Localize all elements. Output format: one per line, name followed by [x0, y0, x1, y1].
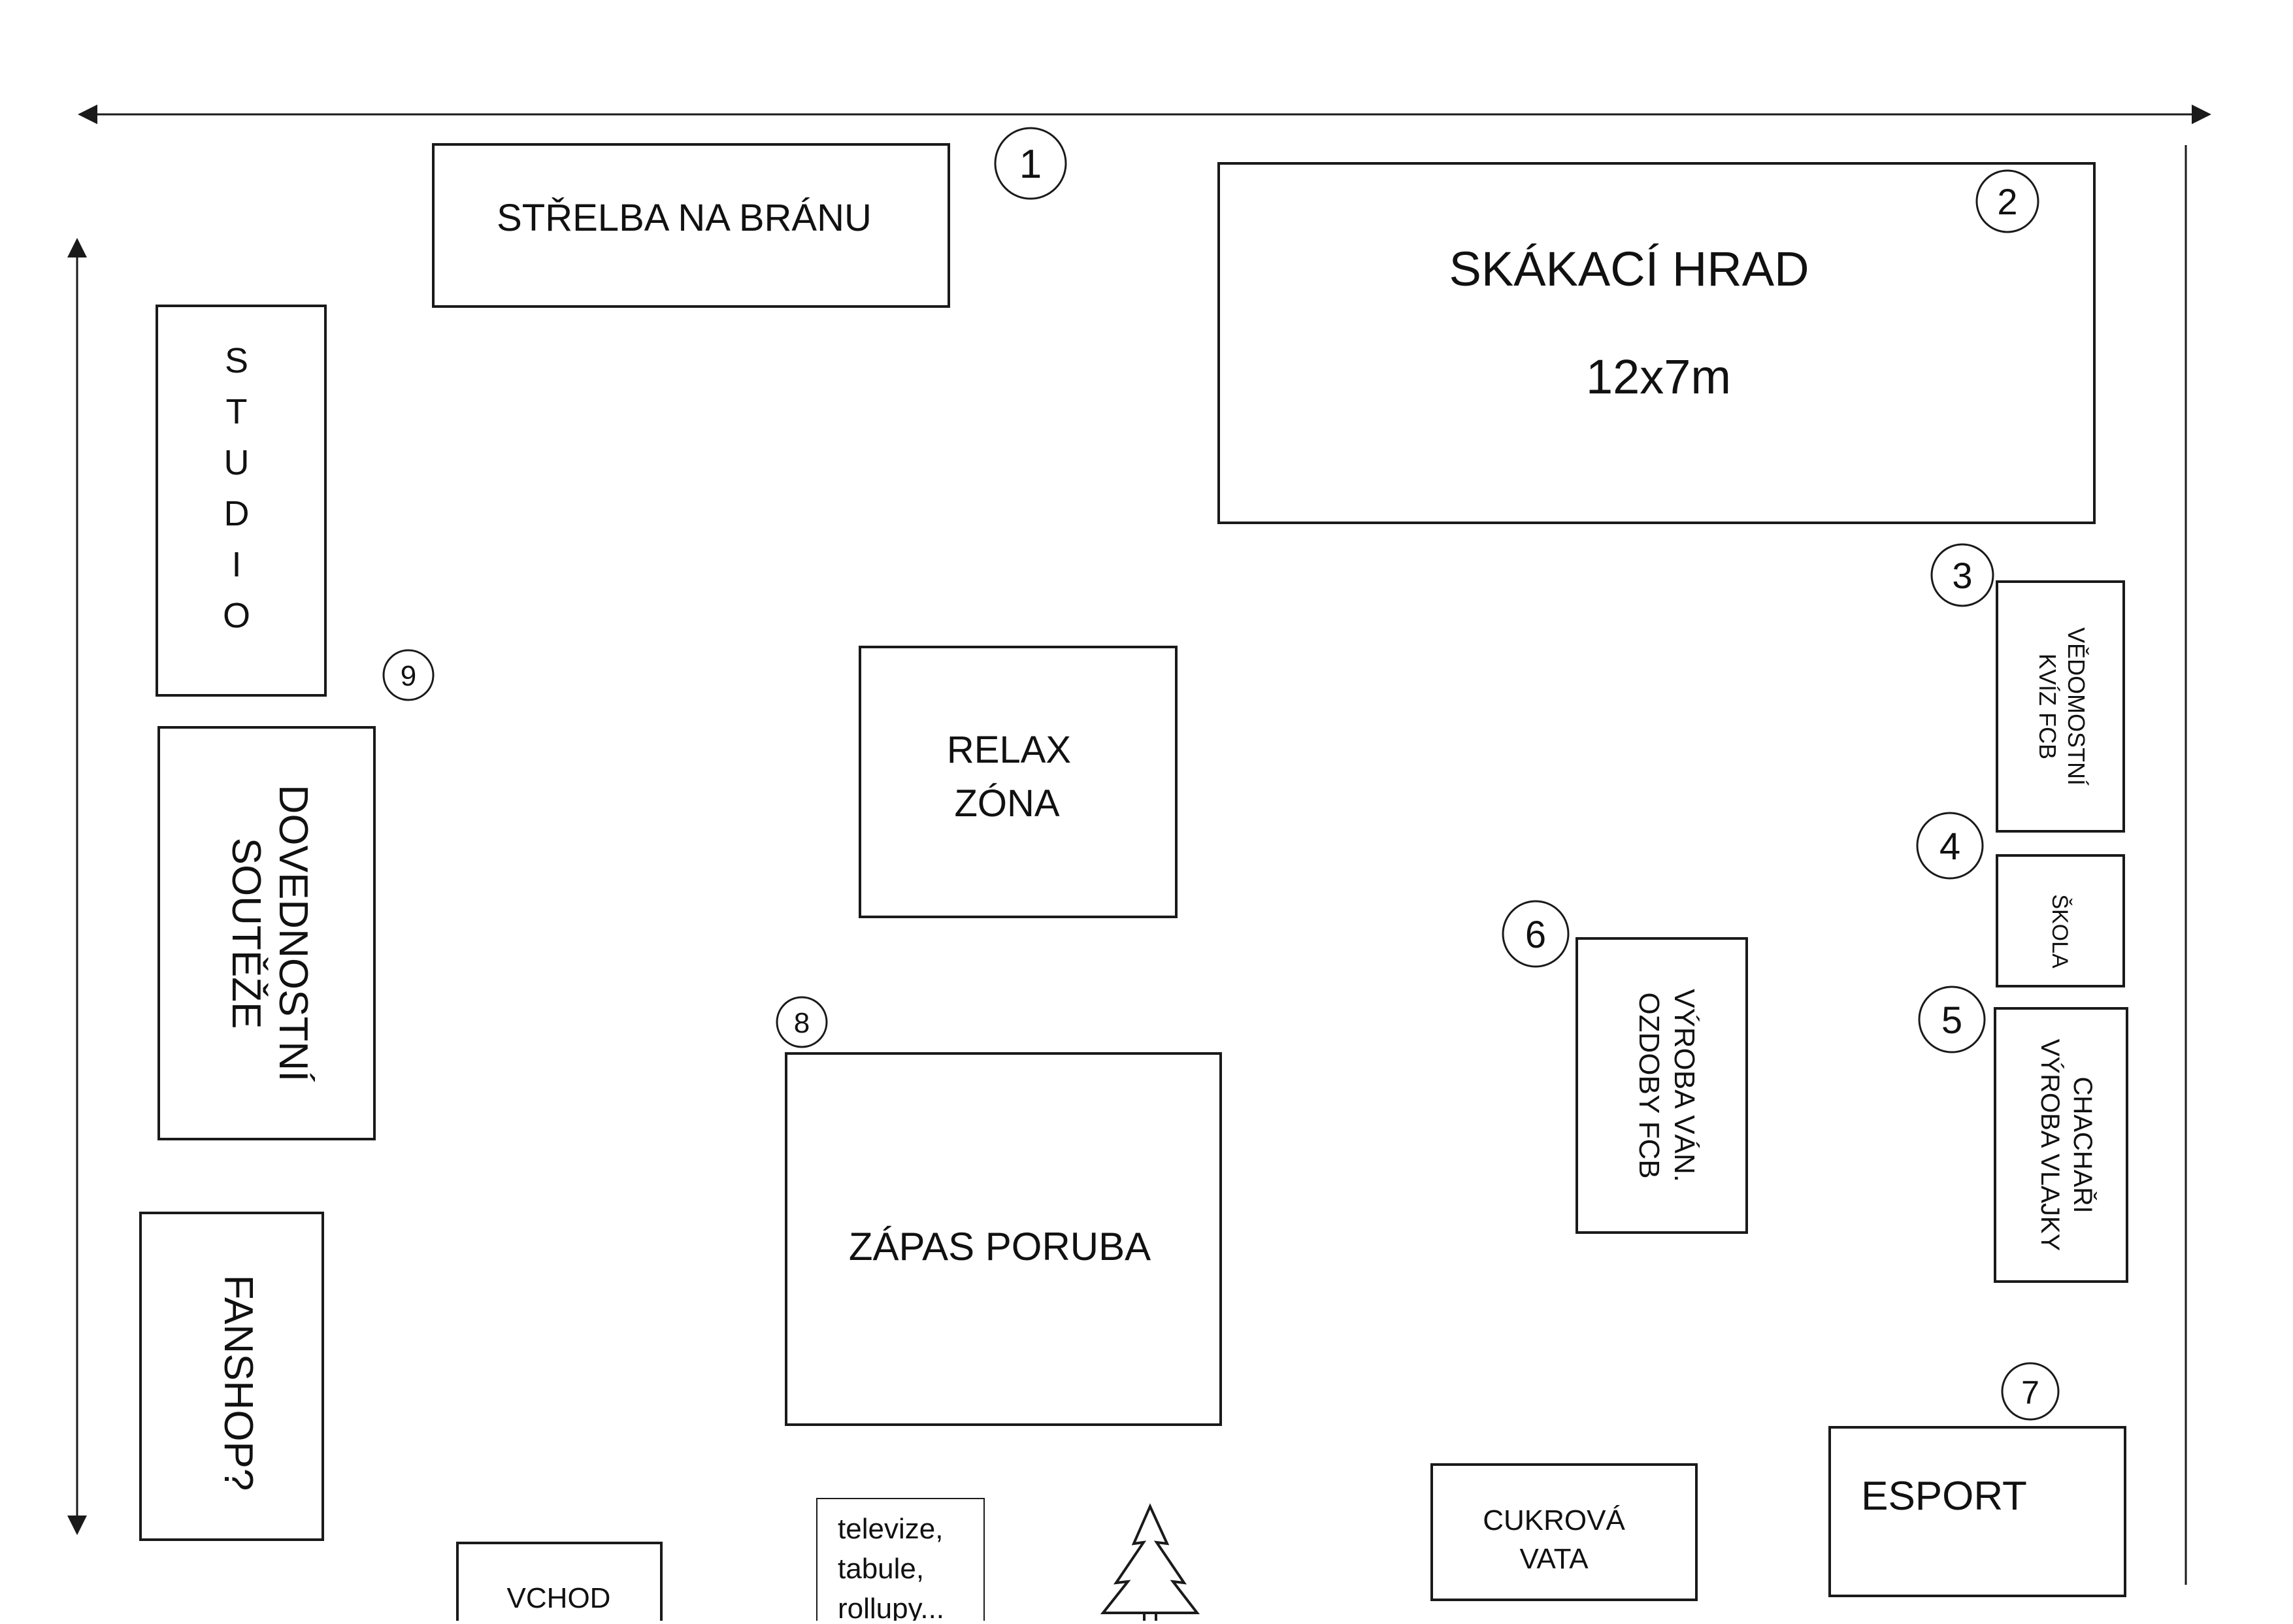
- zone-vchod: VCHOD: [456, 1542, 663, 1624]
- marker-5-number: 5: [1941, 999, 1962, 1042]
- zone-skola-label: ŠKOLA: [2047, 894, 2072, 969]
- zone-fanshop: FANSHOP?: [139, 1212, 324, 1541]
- zone-esport-label: ESPORT: [1861, 1474, 2027, 1519]
- zone-relax: RELAX ZÓNA: [859, 646, 1178, 918]
- zone-strelba-label: STŘELBA NA BRÁNU: [497, 197, 872, 239]
- zone-chachari-line2: VÝROBA VLAJKY: [2036, 1039, 2065, 1251]
- studio-letter-s: S: [225, 341, 248, 380]
- marker-7-number: 7: [2021, 1374, 2039, 1411]
- studio-letter-u: U: [224, 443, 250, 482]
- zone-fanshop-label: FANSHOP?: [216, 1275, 261, 1491]
- marker-7: 7: [2001, 1362, 2060, 1421]
- zone-dovednostni: DOVEDNOSTNÍ SOUTĚŽE: [157, 726, 376, 1140]
- marker-1: 1: [994, 127, 1067, 200]
- zone-vyroba-van: VÝROBA VÁN. OZDOBY FCB: [1575, 937, 1748, 1234]
- marker-9: 9: [382, 649, 435, 701]
- zone-cukrova-vata: CUKROVÁ VATA: [1430, 1463, 1698, 1601]
- note-televize-line1: televize,: [838, 1513, 943, 1545]
- note-televize-line2: tabule,: [838, 1553, 924, 1585]
- zone-chachari: CHACHAŘI VÝROBA VLAJKY: [1994, 1007, 2128, 1283]
- zone-skakaci-size: 12x7m: [1586, 350, 1731, 404]
- studio-letter-o: O: [223, 596, 250, 635]
- zone-vyroba-line1: VÝROBA VÁN.: [1668, 989, 1700, 1182]
- zone-relax-line1: RELAX: [947, 729, 1071, 771]
- zone-skakaci-hrad: SKÁKACÍ HRAD 12x7m: [1217, 162, 2096, 524]
- zone-relax-line2: ZÓNA: [954, 782, 1059, 825]
- zone-esport: ESPORT: [1828, 1426, 2126, 1597]
- marker-4: 4: [1916, 812, 1984, 880]
- studio-letter-t: T: [226, 392, 248, 431]
- studio-letter-i: I: [231, 545, 241, 584]
- zone-vedomostni-line1: VĚDOMOSTNÍ: [2063, 627, 2090, 786]
- zone-vchod-label: VCHOD: [507, 1582, 611, 1614]
- zone-dovednostni-line2: SOUTĚŽE: [223, 838, 269, 1029]
- zone-vedomostni: VĚDOMOSTNÍ KVÍZ FCB: [1996, 580, 2125, 833]
- marker-4-number: 4: [1939, 825, 1960, 868]
- marker-6-number: 6: [1525, 914, 1546, 956]
- marker-3: 3: [1930, 543, 1994, 607]
- marker-9-number: 9: [401, 660, 416, 692]
- zone-skola: ŠKOLA: [1996, 854, 2125, 987]
- marker-3-number: 3: [1952, 555, 1972, 596]
- zone-cukrova-line2: VATA: [1519, 1543, 1589, 1575]
- marker-8-number: 8: [794, 1007, 810, 1039]
- zone-skakaci-label: SKÁKACÍ HRAD: [1449, 242, 1809, 296]
- marker-1-number: 1: [1019, 142, 1042, 187]
- marker-5: 5: [1918, 986, 1986, 1053]
- zone-vyroba-line2: OZDOBY FCB: [1633, 992, 1665, 1178]
- marker-2: 2: [1975, 169, 2039, 233]
- note-televize-line3: rollupy...: [838, 1593, 944, 1621]
- marker-6: 6: [1502, 900, 1570, 968]
- zone-cukrova-line1: CUKROVÁ: [1483, 1504, 1625, 1536]
- zone-zapas-label: ZÁPAS PORUBA: [849, 1225, 1151, 1268]
- marker-2-number: 2: [1997, 181, 2017, 222]
- note-televize: televize, tabule, rollupy...: [816, 1498, 985, 1624]
- tree-icon: [1100, 1503, 1200, 1624]
- zone-vedomostni-line2: KVÍZ FCB: [2034, 654, 2061, 759]
- zone-strelba-na-branu: STŘELBA NA BRÁNU: [432, 143, 950, 308]
- zone-dovednostni-line1: DOVEDNOSTNÍ: [271, 785, 316, 1082]
- zone-zapas-poruba: ZÁPAS PORUBA: [785, 1052, 1222, 1426]
- marker-8: 8: [776, 996, 828, 1048]
- zone-studio: S T U D I O: [156, 305, 327, 697]
- studio-letter-d: D: [224, 494, 250, 533]
- zone-chachari-line1: CHACHAŘI: [2068, 1077, 2098, 1214]
